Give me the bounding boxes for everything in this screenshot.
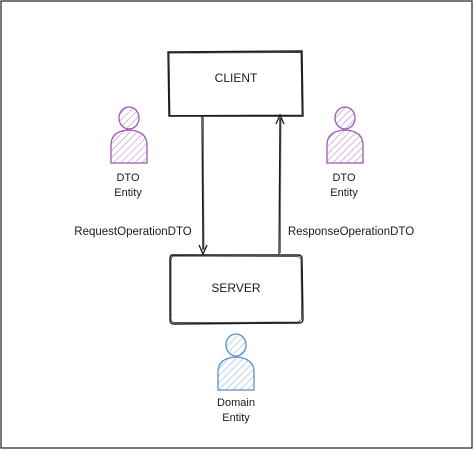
- server-label: SERVER: [211, 281, 260, 295]
- client-node[interactable]: CLIENT: [167, 50, 304, 117]
- client-box-sketch: [168, 52, 303, 116]
- response-label: ResponseOperationDTO: [288, 226, 414, 238]
- right-dto-entity-actor: DTO Entity: [326, 106, 364, 199]
- server-box-sketch: [170, 255, 302, 323]
- response-arrowhead: [275, 113, 285, 125]
- right-actor-line2: Entity: [330, 187, 358, 199]
- response-edge: ResponseOperationDTO: [275, 113, 414, 255]
- client-label: CLIENT: [215, 71, 258, 85]
- person-icon: [217, 333, 255, 391]
- domain-entity-actor: Domain Entity: [217, 333, 255, 424]
- response-arrow-line: [278, 117, 281, 255]
- right-actor-line1: DTO: [332, 172, 355, 184]
- server-node[interactable]: SERVER: [169, 254, 304, 325]
- person-icon: [110, 106, 148, 164]
- request-arrow-line: [201, 115, 204, 251]
- client-box: [167, 50, 304, 117]
- left-actor-line1: DTO: [116, 172, 139, 184]
- request-edge: RequestOperationDTO: [74, 115, 208, 256]
- request-label: RequestOperationDTO: [74, 226, 191, 238]
- person-icon: [326, 106, 364, 164]
- left-dto-entity-actor: DTO Entity: [110, 106, 148, 199]
- left-actor-line2: Entity: [114, 187, 142, 199]
- bottom-actor-line1: Domain: [217, 397, 255, 409]
- server-box: [169, 254, 304, 325]
- request-arrowhead: [198, 244, 208, 256]
- bottom-actor-line2: Entity: [222, 412, 250, 424]
